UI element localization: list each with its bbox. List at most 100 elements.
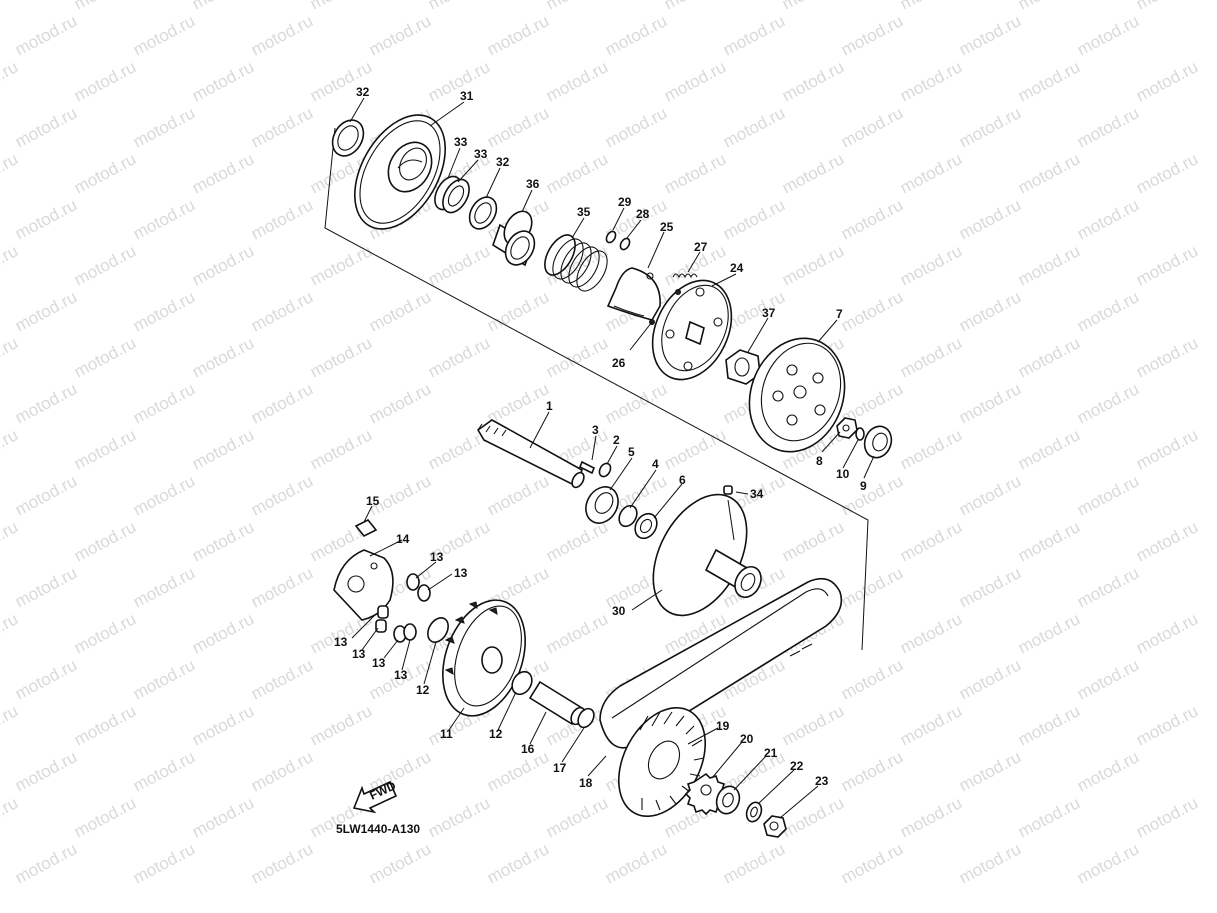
- callout-33: 33: [474, 147, 488, 161]
- watermark-text: motod.ru: [1015, 701, 1083, 749]
- watermark-text: motod.ru: [661, 425, 729, 473]
- watermark-text: motod.ru: [248, 747, 316, 795]
- watermark-text: motod.ru: [0, 701, 21, 749]
- watermark-text: motod.ru: [484, 747, 552, 795]
- watermark-text: motod.ru: [897, 609, 965, 657]
- watermark-text: motod.ru: [366, 11, 434, 59]
- watermark-text: motod.ru: [1074, 747, 1142, 795]
- watermark-text: motod.ru: [248, 379, 316, 427]
- callout-13: 13: [454, 566, 468, 580]
- watermark-text: motod.ru: [1133, 793, 1201, 841]
- part-35-compression-spring: [544, 234, 608, 292]
- watermark-text: motod.ru: [425, 241, 493, 289]
- watermark-text: motod.ru: [0, 241, 21, 289]
- watermark-text: motod.ru: [1074, 471, 1142, 519]
- watermark-text: motod.ru: [189, 0, 257, 14]
- callout-5: 5: [628, 445, 635, 459]
- watermark-text: motod.ru: [189, 241, 257, 289]
- watermark-text: motod.ru: [189, 333, 257, 381]
- watermark-text: motod.ru: [1074, 655, 1142, 703]
- part-31-secondary-sheave: [353, 114, 447, 230]
- watermark-text: motod.ru: [12, 655, 80, 703]
- watermark-text: motod.ru: [248, 563, 316, 611]
- watermark-text: motod.ru: [838, 287, 906, 335]
- part-5-bearing: [585, 486, 619, 524]
- callout-13: 13: [372, 656, 386, 670]
- callout-13: 13: [394, 668, 408, 682]
- callout-7: 7: [836, 307, 843, 321]
- part-9-bearing: [863, 425, 893, 459]
- watermark-text: motod.ru: [12, 839, 80, 887]
- watermark-text: motod.ru: [189, 517, 257, 565]
- watermark-text: motod.ru: [838, 11, 906, 59]
- diagram-code: 5LW1440-A130: [336, 822, 420, 836]
- part-33-bearing: [434, 175, 470, 214]
- watermark-text: motod.ru: [897, 0, 965, 14]
- watermark-text: motod.ru: [307, 241, 375, 289]
- callout-36: 36: [526, 177, 540, 191]
- watermark-text: motod.ru: [1133, 57, 1201, 105]
- watermark-text: motod.ru: [189, 609, 257, 657]
- part-4-circlip: [618, 504, 638, 528]
- watermark-text: motod.ru: [779, 517, 847, 565]
- part-12-oil-seal-b: [511, 670, 533, 696]
- part-13-weight: [375, 573, 431, 643]
- watermark-text: motod.ru: [956, 103, 1024, 151]
- callout-13: 13: [334, 635, 348, 649]
- watermark-text: motod.ru: [1074, 839, 1142, 887]
- watermark-text: motod.ru: [1133, 517, 1201, 565]
- watermark-text: motod.ru: [189, 425, 257, 473]
- watermark-text: motod.ru: [1074, 195, 1142, 243]
- watermark-text: motod.ru: [1133, 149, 1201, 197]
- watermark-text: motod.ru: [779, 0, 847, 14]
- watermark-text: motod.ru: [0, 609, 21, 657]
- watermark-text: motod.ru: [838, 747, 906, 795]
- watermark-text: motod.ru: [425, 0, 493, 14]
- watermark-text: motod.ru: [1015, 793, 1083, 841]
- watermark-text: motod.ru: [1074, 11, 1142, 59]
- callout-20: 20: [740, 732, 754, 746]
- watermark-text: motod.ru: [130, 563, 198, 611]
- part-37-nut: [725, 349, 761, 385]
- callout-32: 32: [356, 85, 370, 99]
- watermark-text: motod.ru: [956, 471, 1024, 519]
- part-8-nut: [836, 417, 858, 439]
- watermark-text: motod.ru: [543, 149, 611, 197]
- watermark-text: motod.ru: [12, 471, 80, 519]
- part-10-washer: [855, 427, 865, 441]
- callout-27: 27: [694, 240, 708, 254]
- watermark-text: motod.ru: [897, 57, 965, 105]
- assembly-frame: [324, 127, 869, 651]
- callout-24: 24: [730, 261, 744, 275]
- watermark-text: motod.ru: [838, 655, 906, 703]
- watermark-text: motod.ru: [71, 241, 139, 289]
- watermark-text: motod.ru: [897, 333, 965, 381]
- callout-23: 23: [815, 774, 829, 788]
- watermark-text: motod.ru: [720, 195, 788, 243]
- watermark-text: motod.ru: [12, 195, 80, 243]
- watermark-text: motod.ru: [0, 793, 21, 841]
- part-27-spring: [672, 273, 698, 279]
- callout-11: 11: [440, 727, 453, 741]
- watermark-text: motod.ru: [484, 103, 552, 151]
- watermark-text: motod.ru: [484, 471, 552, 519]
- watermark-text: motod.ru: [1015, 0, 1083, 14]
- watermark-text: motod.ru: [1074, 287, 1142, 335]
- callout-2: 2: [613, 433, 620, 447]
- callout-4: 4: [652, 457, 659, 471]
- watermark-text: motod.ru: [71, 0, 139, 14]
- watermark-text: motod.ru: [1015, 57, 1083, 105]
- watermark-text: motod.ru: [12, 747, 80, 795]
- part-7-clutch-housing: [748, 337, 846, 453]
- callout-1: 1: [546, 399, 553, 413]
- watermark-text: motod.ru: [12, 103, 80, 151]
- part-21-washer: [715, 785, 741, 815]
- watermark-text: motod.ru: [71, 609, 139, 657]
- watermark-text: motod.ru: [307, 0, 375, 14]
- watermark-text: motod.ru: [779, 149, 847, 197]
- watermark-text: motod.ru: [661, 0, 729, 14]
- callout-19: 19: [716, 719, 730, 733]
- watermark-text: motod.ru: [956, 563, 1024, 611]
- callout-21: 21: [764, 746, 778, 760]
